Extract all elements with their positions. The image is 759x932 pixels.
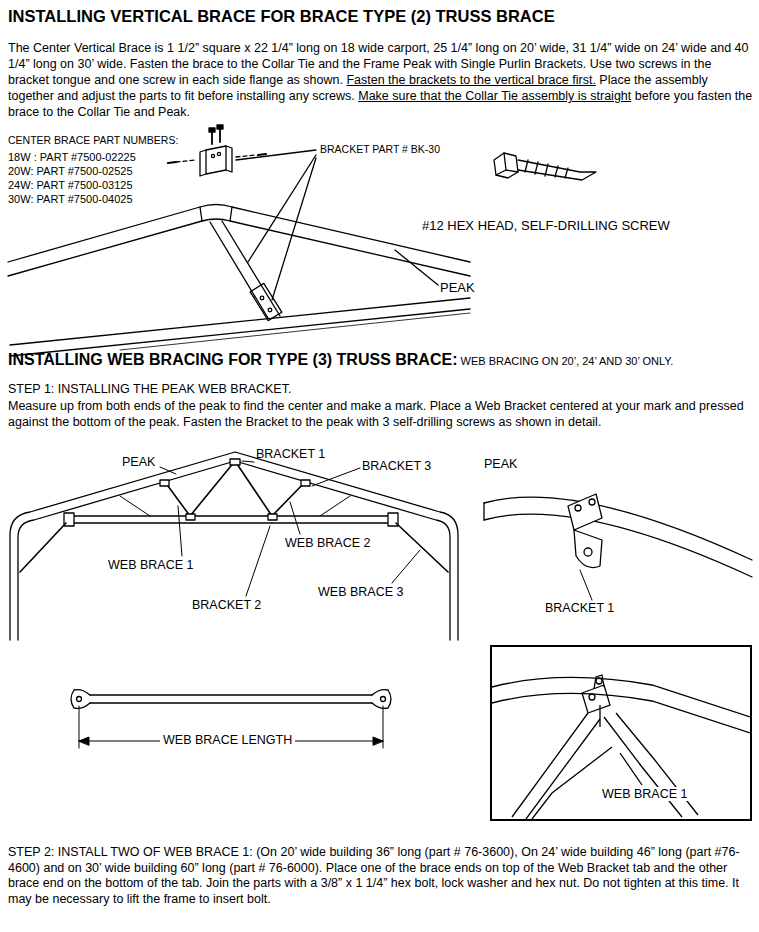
bolt [589,694,595,700]
part-label: WEB BRACE 3 [318,585,403,601]
detail-box: WEB BRACE 1 [490,645,752,821]
underlined-text: Fasten the brackets to the vertical brac… [346,73,595,87]
detail-stroke [532,747,612,819]
bracket-dots [160,459,310,520]
frame-peak [8,205,470,277]
screw [494,153,596,180]
vertical-brace [210,221,282,321]
detail-label: WEB BRACE 1 [600,787,689,801]
part-label: PEAK [440,280,475,296]
leader-line [272,158,316,300]
part-number: 18W : PART #7500-02225 [8,151,136,165]
building-frame [10,452,458,640]
instruction-paragraph: STEP 2: INSTALL TWO OF WEB BRACE 1: (On … [8,845,756,907]
part-label: WEB BRACE 2 [285,536,370,552]
part-number: 30W: PART #7500-04025 [8,193,133,207]
leader-line [236,150,316,160]
leader-lines [160,461,592,600]
part-label: BRACKET 1 [545,601,614,617]
detail-stroke [604,713,698,817]
paragraph-text: WEB BRACING ON 20’, 24’ AND 30’ ONLY. [461,355,674,367]
part-label: PEAK [122,455,155,471]
part-label: BRACKET PART # BK-30 [320,143,440,156]
part-number: 24W: PART #7500-03125 [8,179,133,193]
leader-line [395,250,438,285]
part-label: WEB BRACE 1 [108,558,193,574]
detail-stroke [620,753,642,785]
dimension-line [79,706,383,748]
bracket-bk30 [168,125,266,176]
instruction-paragraph: The Center Vertical Brace is 1 1/2” squa… [8,40,753,120]
bolt [596,678,602,684]
instruction-paragraph: Measure up from both ends of the peak to… [8,398,756,430]
web-brace-rod [71,690,391,709]
detail-stroke [582,685,610,713]
collar-tie [10,298,470,356]
step-heading: STEP 1: INSTALLING THE PEAK WEB BRACKET. [8,382,291,398]
part-label: BRACKET 3 [362,459,431,475]
detail-stroke [492,693,750,733]
part-label: BRACKET 2 [192,598,261,614]
section-heading: INSTALLING WEB BRACING FOR TYPE (3) TRUS… [8,350,758,371]
part-number: 20W: PART #7500-02525 [8,165,133,179]
detail-stroke [599,705,600,727]
part-label: BRACKET 1 [256,447,325,463]
peak-detail [484,494,752,577]
leader-line [248,155,316,262]
paragraph-text: INSTALLING WEB BRACING FOR TYPE (3) TRUS… [8,351,457,368]
underlined-text: Make sure that the Collar Tie assembly i… [358,89,631,103]
page-heading: INSTALLING VERTICAL BRACE FOR BRACE TYPE… [8,6,555,27]
part-list-heading: CENTER BRACE PART NUMBERS: [8,134,178,147]
detail-stroke [492,677,750,717]
dimension-label: WEB BRACE LENGTH [160,733,295,749]
detail-stroke [594,675,604,689]
part-label: PEAK [484,457,517,473]
part-label: #12 HEX HEAD, SELF-DRILLING SCREW [422,218,670,234]
web-braces [20,461,448,572]
